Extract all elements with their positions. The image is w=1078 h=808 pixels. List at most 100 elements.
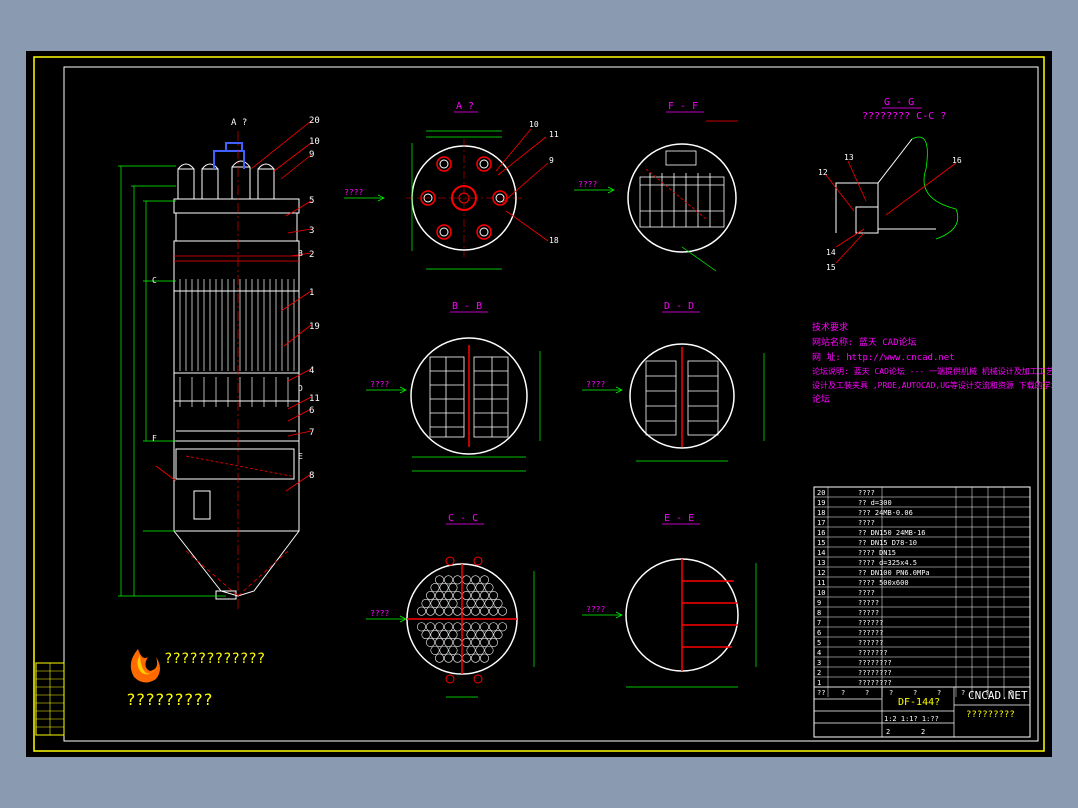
part-number: 7 (817, 619, 821, 627)
part-name: ???? 500x600 (858, 579, 909, 587)
callout-6: 6 (309, 406, 314, 416)
svg-text:设计及工装夹具 ,PROE,AUTOCAD,UG等设计交流和: 设计及工装夹具 ,PROE,AUTOCAD,UG等设计交流和资源 下载的学术 (812, 380, 1052, 390)
tube-hole (479, 575, 489, 585)
main-elevation-view: 20 10 9 5 3 2 1 19 4 11 6 7 8 A ? B C D … (118, 116, 320, 611)
tube-hole (452, 653, 462, 663)
part-number: 2 (817, 669, 821, 677)
tube-hole (439, 630, 449, 640)
svg-text:论坛说明: 蓝天 CAD论坛 --- 一端提供机械 机械设计: 论坛说明: 蓝天 CAD论坛 --- 一端提供机械 机械设计及加工工艺 机床 (812, 366, 1052, 376)
table-header-cell: ? (937, 689, 941, 697)
callout-1: 1 (309, 288, 314, 298)
part-name: ??????? (858, 649, 888, 657)
top-outlet-pipe (213, 142, 245, 169)
tube-hole (434, 591, 444, 601)
scale-row: 1:2 1:1? 1:?? (884, 715, 939, 723)
callout-4: 4 (309, 366, 314, 376)
tube-hole (448, 598, 458, 608)
part-name: ?? d=300 (858, 499, 892, 507)
callout-19: 19 (309, 322, 320, 332)
part-name: ??? 24MB-0.06 (858, 509, 913, 517)
tube-hole (425, 591, 435, 601)
part-number: 13 (817, 559, 825, 567)
svg-text:C: C (152, 276, 157, 285)
tube-hole (493, 630, 503, 640)
tube-hole (425, 637, 435, 647)
tube-hole (421, 630, 431, 640)
tube-hole (452, 622, 462, 632)
part-number: 17 (817, 519, 825, 527)
tube-hole (475, 598, 485, 608)
drawing-number: DF-144? (898, 697, 940, 708)
inner-frame (63, 66, 1039, 742)
tube-hole (484, 645, 494, 655)
tube-hole (439, 645, 449, 655)
tube-hole (421, 598, 431, 608)
tube-hole (484, 583, 494, 593)
section-letters: B C D E F (152, 249, 303, 461)
view-d-title: D - D (664, 301, 694, 312)
table-header-cell: ? (841, 689, 845, 697)
part-number: 18 (817, 509, 825, 517)
view-f-label: ???? (578, 180, 597, 189)
tube-hole (439, 598, 449, 608)
svg-text:13: 13 (844, 153, 854, 162)
tube-hole (461, 637, 471, 647)
callout-2: 2 (309, 250, 314, 260)
part-name: ?????? (858, 629, 883, 637)
tube-hole (434, 653, 444, 663)
brand-text: CNCAD.NET (968, 689, 1028, 702)
table-header-cell: ? (985, 689, 989, 697)
tube-hole (452, 606, 462, 616)
hidden-lines (155, 255, 299, 597)
notes-heading: 技术要求 (812, 321, 848, 333)
side-stamp-lines (36, 663, 64, 735)
vertical-dimensions (118, 165, 226, 597)
part-name: ???? DN15 (858, 549, 896, 557)
tube-hole (425, 622, 435, 632)
leader-lines (250, 120, 312, 492)
part-number: 5 (817, 639, 821, 647)
tube-hole (430, 583, 440, 593)
part-name: ????? (858, 609, 879, 617)
flame-icon (130, 649, 160, 683)
part-name: ?? DN100 PN6.0MPa (858, 569, 930, 577)
tube-hole (488, 622, 498, 632)
svg-text:E: E (298, 452, 303, 461)
svg-text:B: B (298, 249, 303, 258)
tube-hole (479, 622, 489, 632)
tube-hole (430, 598, 440, 608)
tube-hole (425, 606, 435, 616)
part-name: ???? (858, 519, 875, 527)
table-header-cell: ? (889, 689, 893, 697)
elevation-callouts: 20 10 9 5 3 2 1 19 4 11 6 7 8 (309, 116, 320, 481)
view-c-label: ???? (370, 609, 389, 618)
svg-text:论坛: 论坛 (812, 393, 830, 405)
callout-8: 8 (309, 471, 314, 481)
tube-hole (488, 591, 498, 601)
tube-hole (452, 575, 462, 585)
tube-hole (443, 653, 453, 663)
tube-hole (493, 598, 503, 608)
view-f-title: F - F (668, 101, 698, 112)
tube-hole (479, 637, 489, 647)
tube-hole (488, 637, 498, 647)
callout-9: 9 (309, 150, 314, 160)
part-name: ???????? (858, 669, 892, 677)
view-e: E - E ???? (582, 513, 757, 688)
tube-hole (448, 645, 458, 655)
tube-hole (470, 606, 480, 616)
drawing-name: ????????? (966, 710, 1015, 720)
tube-hole (443, 606, 453, 616)
svg-text:F: F (152, 434, 157, 443)
callout-3: 3 (309, 226, 314, 236)
view-b: B - B ???? (366, 301, 541, 472)
part-name: ????? (858, 599, 879, 607)
part-name: ???? d=325x4.5 (858, 559, 917, 567)
svg-text:9: 9 (549, 156, 554, 165)
table-header-cell: ?? (817, 689, 825, 697)
tube-hole (443, 575, 453, 585)
tube-hole (448, 583, 458, 593)
tube-hole (479, 591, 489, 601)
